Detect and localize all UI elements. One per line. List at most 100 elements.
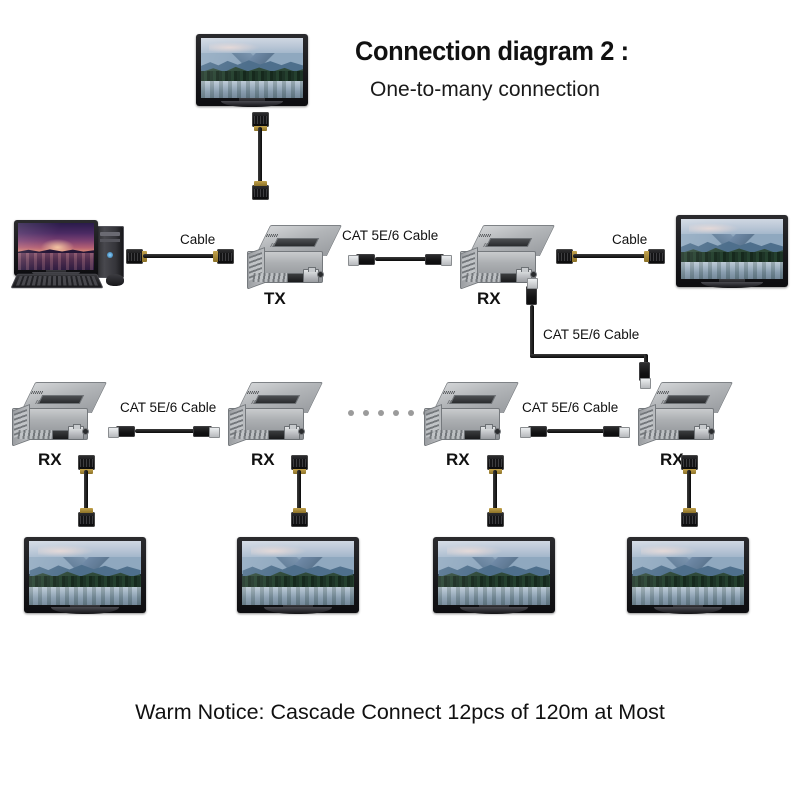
hdmi-connector-rx3-out	[487, 455, 504, 474]
label-cable-rx-to-tv: Cable	[612, 232, 648, 247]
rj45-connector-rx4-in	[603, 426, 630, 438]
right-tv-water	[681, 262, 783, 280]
pc-monitor-screen	[17, 222, 95, 270]
bottom-tv-4-stand-base	[653, 607, 723, 615]
bottom-tv-1-water	[29, 586, 141, 605]
ellipsis-dot	[378, 410, 384, 416]
label-bottom-cable-2: CAT 5E/6 Cable	[522, 400, 619, 415]
hdmi-connector-tv2	[291, 508, 308, 527]
page-title: Connection diagram 2 :	[355, 36, 629, 66]
screen-glare	[201, 37, 303, 99]
rx3-rj45-port	[480, 424, 496, 440]
right-tv	[676, 215, 788, 289]
rx-power-jack	[530, 271, 537, 278]
ellipsis-dot	[393, 410, 399, 416]
monitor-stand-neck	[238, 98, 266, 102]
bottom-tv-4-treeline	[632, 575, 744, 589]
monitor-screen	[201, 37, 303, 99]
ellipsis-dot	[408, 410, 414, 416]
hdmi-connector-pc	[126, 249, 147, 264]
rx3-power-jack	[494, 428, 501, 435]
bottom-tv-3-glare	[438, 540, 550, 605]
bottom-tv-2-water	[242, 586, 354, 605]
rx4-top-slot	[663, 395, 711, 404]
ellipsis-dot	[348, 410, 354, 416]
warm-notice: Warm Notice: Cascade Connect 12pcs of 12…	[135, 700, 665, 724]
bottom-tv-3	[433, 537, 555, 615]
hdmi-connector-tv4	[681, 508, 698, 527]
bottom-tv-4-water	[632, 586, 744, 605]
hdmi-cable-monitor-to-tx	[258, 127, 262, 187]
bottom-tv-2-glare	[242, 540, 354, 605]
bottom-tv-1-screen	[29, 540, 141, 605]
tx-power-jack	[317, 271, 324, 278]
bottom-tv-1-stand-base	[50, 607, 120, 615]
pc-drive-bay-2	[100, 239, 120, 242]
rj45-connector-rx3-out	[520, 426, 547, 438]
cascade-ellipsis	[348, 410, 429, 416]
right-tv-treeline	[681, 251, 783, 264]
bottom-tv-1-stand-neck	[70, 604, 100, 609]
rx2-power-jack	[298, 428, 305, 435]
device-tx[interactable]	[247, 225, 343, 290]
device-label-rx-3: RX	[446, 450, 470, 469]
pc-monitor-stand-neck	[45, 269, 67, 273]
bottom-tv-2-screen	[242, 540, 354, 605]
right-tv-glare	[681, 218, 783, 280]
ellipsis-dot	[363, 410, 369, 416]
rx4-power-jack	[708, 428, 715, 435]
pc-screen-glare	[17, 222, 95, 270]
screen-treeline	[201, 70, 303, 83]
bottom-tv-4	[627, 537, 749, 615]
bottom-tv-1-glare	[29, 540, 141, 605]
tx-front-vents	[252, 273, 288, 282]
cascade-cable-segment-across	[530, 354, 648, 358]
hdmi-connector-rx2-out	[291, 455, 308, 474]
bottom-tv-4-glare	[632, 540, 744, 605]
pc-keyboard	[10, 273, 104, 289]
bottom-tv-2-treeline	[242, 575, 354, 589]
device-label-tx: TX	[264, 289, 286, 308]
rj45-connector-rx1-out	[108, 426, 135, 438]
cascade-cable-segment-down	[530, 305, 534, 358]
pc-power-led	[107, 252, 113, 258]
bottom-tv-2	[237, 537, 359, 615]
bottom-tv-4-stand-neck	[673, 604, 703, 609]
rx-top-slot	[485, 238, 533, 247]
pc-tower	[96, 226, 124, 278]
cat-cable-rx3-to-rx4	[547, 429, 605, 433]
page-subtitle: One-to-many connection	[370, 78, 600, 101]
hdmi-cable-rx4-to-tv4	[687, 470, 691, 514]
bottom-tv-2-stand-neck	[283, 604, 313, 609]
hdmi-cable-rx2-to-tv2	[297, 470, 301, 514]
monitor-stand-base	[220, 100, 284, 108]
hdmi-connector-rx1-out	[78, 455, 95, 474]
pc-monitor	[14, 220, 98, 277]
device-rx-1[interactable]	[12, 382, 108, 447]
cat-cable-tx-to-rx	[375, 257, 427, 261]
rj45-connector-cascade-bottom	[639, 362, 651, 389]
right-tv-stand-base	[700, 281, 764, 289]
bottom-tv-4-screen	[632, 540, 744, 605]
bottom-tv-2-stand-base	[263, 607, 333, 615]
rx2-top-slot	[253, 395, 301, 404]
device-label-rx-4: RX	[660, 450, 684, 469]
bottom-tv-3-stand-neck	[479, 604, 509, 609]
cable-rx-to-tv	[573, 254, 649, 258]
rx3-top-slot	[449, 395, 497, 404]
device-rx-3[interactable]	[424, 382, 520, 447]
hdmi-connector-rx-out	[556, 249, 577, 264]
rx4-front-vents	[643, 430, 679, 439]
hdmi-connector-top-monitor	[252, 112, 269, 131]
hdmi-connector-tv3	[487, 508, 504, 527]
device-label-rx-2: RX	[251, 450, 275, 469]
device-rx-2[interactable]	[228, 382, 324, 447]
rj45-connector-rx2-in	[193, 426, 220, 438]
top-monitor	[196, 34, 308, 108]
bottom-tv-3-screen	[438, 540, 550, 605]
hdmi-connector-right-tv	[644, 249, 665, 264]
bottom-tv-3-stand-base	[459, 607, 529, 615]
pc-screen-water	[17, 252, 95, 270]
device-rx-4[interactable]	[638, 382, 734, 447]
